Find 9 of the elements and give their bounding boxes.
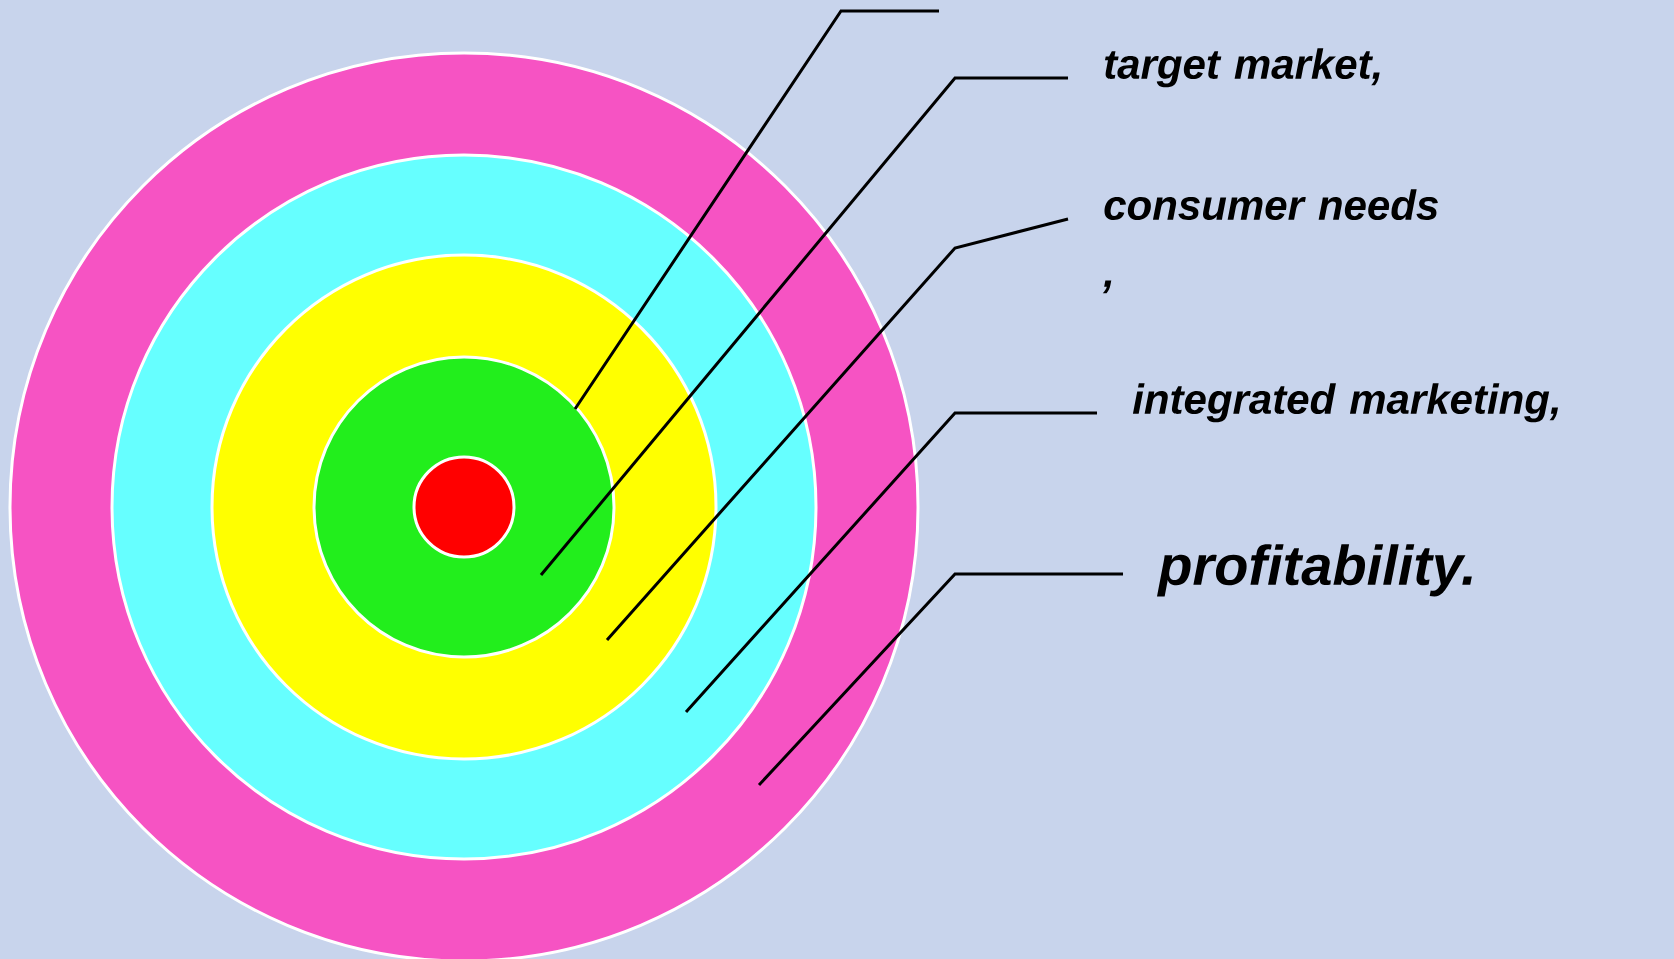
label-text: profitability. <box>1157 544 1472 597</box>
label-text: target market, <box>1104 48 1380 88</box>
target-ring <box>412 455 516 559</box>
leader-line <box>605 217 1069 641</box>
leader-line <box>684 411 1097 713</box>
label-text: integrated marketing, <box>1132 383 1558 423</box>
leader-line <box>539 76 1068 576</box>
leader-line <box>757 572 1123 787</box>
leader-line <box>573 9 939 410</box>
